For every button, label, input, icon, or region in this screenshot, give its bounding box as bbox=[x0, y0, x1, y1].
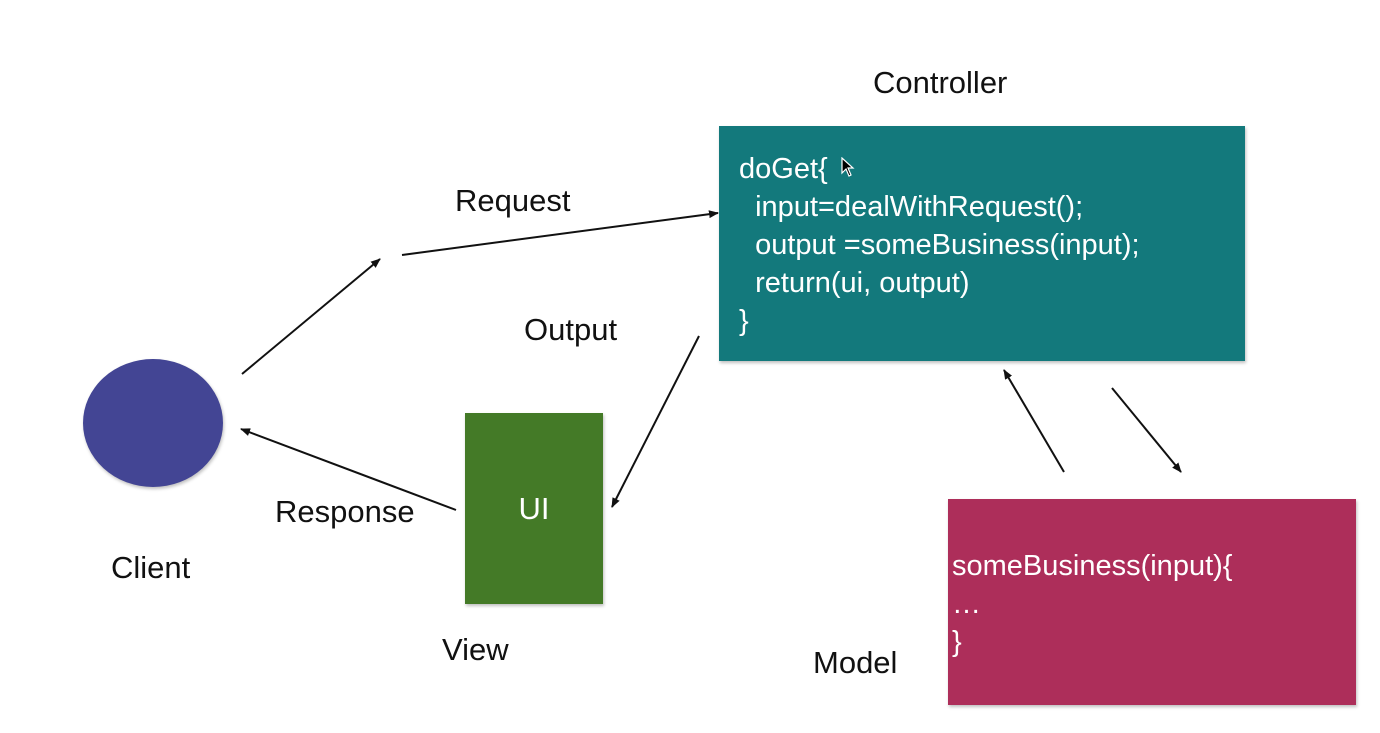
client-to-request-arrow bbox=[241, 258, 381, 375]
model-code-line: } bbox=[952, 626, 962, 658]
ui-text: UI bbox=[518, 490, 550, 526]
client-label: Client bbox=[111, 550, 191, 585]
model-to-controller-arrow bbox=[1003, 369, 1065, 473]
model-label: Model bbox=[813, 645, 898, 680]
controller-code-line: input=dealWithRequest(); bbox=[739, 191, 1084, 223]
controller-to-view-arrow bbox=[611, 335, 700, 508]
mouse-pointer-icon bbox=[841, 157, 855, 177]
controller-code-line: return(ui, output) bbox=[739, 267, 970, 299]
controller-to-model-arrow bbox=[1111, 387, 1182, 473]
client-node bbox=[83, 359, 223, 487]
view-box: UI bbox=[465, 413, 603, 604]
response-label: Response bbox=[275, 494, 415, 529]
controller-code-line: output =someBusiness(input); bbox=[739, 229, 1140, 261]
request-label: Request bbox=[455, 183, 571, 218]
controller-box: doGet{ input=dealWithRequest(); output =… bbox=[719, 126, 1245, 361]
model-code-line: … bbox=[952, 588, 981, 620]
view-label: View bbox=[442, 632, 509, 667]
controller-code-line: doGet{ bbox=[739, 153, 828, 185]
request-to-controller-arrow bbox=[401, 210, 719, 256]
model-box: someBusiness(input){ … } bbox=[948, 499, 1356, 705]
controller-label: Controller bbox=[873, 65, 1008, 100]
output-label: Output bbox=[524, 312, 618, 347]
controller-code-line: } bbox=[739, 305, 749, 337]
model-code-line: someBusiness(input){ bbox=[952, 550, 1233, 582]
